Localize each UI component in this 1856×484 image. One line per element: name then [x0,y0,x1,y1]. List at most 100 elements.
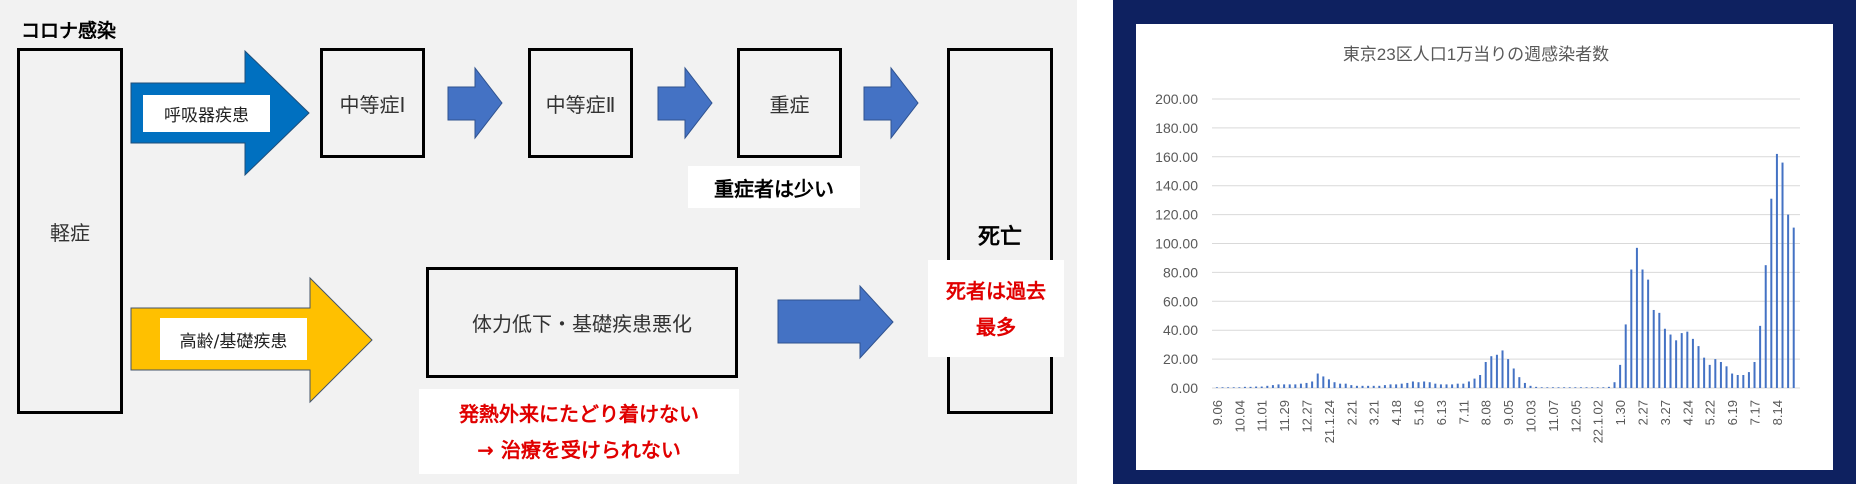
x-tick-label: 4.18 [1389,400,1404,425]
decline-label: 体力低下・基礎疾患悪化 [472,312,692,336]
bar [1333,382,1336,388]
bar [1322,376,1325,388]
bar [1243,386,1246,388]
y-tick-label: 200.00 [1155,91,1198,107]
bar [1787,214,1790,388]
y-tick-label: 140.00 [1155,178,1198,194]
fever-note-line2: → 治療を受けられない [477,437,681,462]
bar [1742,374,1745,388]
x-tick-label: 11.29 [1277,400,1292,432]
arrow-right-icon [447,66,503,140]
bar [1339,383,1342,388]
arrow-right-icon [777,284,894,360]
bar [1462,383,1465,388]
bar [1518,377,1521,388]
bar [1288,384,1291,388]
bar [1635,247,1638,388]
death-note-line1: 死者は過去 [946,278,1046,303]
bar [1585,387,1588,388]
bar [1271,385,1274,388]
severe-label: 重症 [769,92,810,117]
bar [1658,312,1661,388]
bar [1484,361,1487,388]
bar [1255,386,1258,388]
y-tick-label: 60.00 [1163,293,1198,309]
bar [1546,387,1549,388]
bar [1305,382,1308,388]
mild-box: 軽症 [17,48,123,414]
bar [1747,372,1750,388]
bar [1686,331,1689,388]
bar [1568,387,1571,388]
x-tick-label: 9.06 [1210,400,1225,425]
death-note-line2: 最多 [976,314,1016,339]
mild-label: 軽症 [50,220,90,245]
bar [1467,381,1470,388]
bar [1652,309,1655,388]
bar [1540,387,1543,388]
x-tick-label: 3.21 [1367,400,1382,425]
bar [1764,265,1767,388]
bar [1753,361,1756,388]
bar [1428,382,1431,388]
moderate1-label: 中等症Ⅰ [339,92,406,117]
y-tick-label: 40.00 [1163,322,1198,338]
x-tick-label: 2.21 [1344,400,1359,425]
x-tick-label: 10.04 [1232,400,1247,433]
bar [1344,383,1347,388]
diagram-title: コロナ感染 [21,20,117,42]
bar [1389,384,1392,388]
bar [1675,340,1678,388]
bar [1613,382,1616,388]
respiratory-label: 呼吸器疾患 [143,95,270,132]
bar [1327,379,1330,388]
death-box: 死亡 [947,48,1053,414]
bar [1316,373,1319,388]
bar [1266,385,1269,388]
bar [1423,381,1426,388]
bar [1417,382,1420,388]
x-tick-label: 11.07 [1546,400,1561,432]
bar [1535,386,1538,388]
bar [1479,374,1482,388]
bar [1372,385,1375,388]
bar [1361,385,1364,388]
chart-title: 東京23区人口1万当りの週感染者数 [1343,45,1609,64]
bar [1563,387,1566,388]
x-tick-label: 11.01 [1255,400,1270,432]
bar [1350,385,1353,388]
bar [1294,384,1297,388]
bar [1383,385,1386,388]
bar [1775,153,1778,388]
bar [1221,387,1224,388]
bar [1411,381,1414,388]
moderate2-label: 中等症Ⅱ [545,92,616,117]
bar-chart: 東京23区人口1万当りの週感染者数 0.0020.0040.0060.0080.… [1155,45,1800,443]
elderly-label: 高齢/基礎疾患 [160,318,307,360]
x-tick-label: 12.27 [1300,400,1315,433]
bar [1551,387,1554,388]
bar [1400,383,1403,388]
bar [1731,373,1734,388]
x-tick-label: 3.27 [1658,400,1673,425]
bar [1691,338,1694,388]
bar [1473,378,1476,388]
bar [1596,387,1599,388]
bar [1311,381,1314,388]
x-tick-label: 6.13 [1434,400,1449,425]
bar [1781,162,1784,388]
x-tick-label: 22.1.02 [1591,400,1606,443]
bar [1523,382,1526,388]
bar [1663,328,1666,388]
bar [1227,387,1230,388]
bar [1579,387,1582,388]
bar [1215,387,1218,388]
x-tick-label: 1.30 [1613,400,1628,425]
severe-note: 重症者は少い [688,166,860,208]
bar [1406,382,1409,388]
x-tick-label: 5.22 [1703,400,1718,425]
bar [1439,384,1442,388]
y-tick-label: 0.00 [1171,380,1198,396]
bar [1708,364,1711,388]
x-tick-label: 4.24 [1680,400,1695,425]
